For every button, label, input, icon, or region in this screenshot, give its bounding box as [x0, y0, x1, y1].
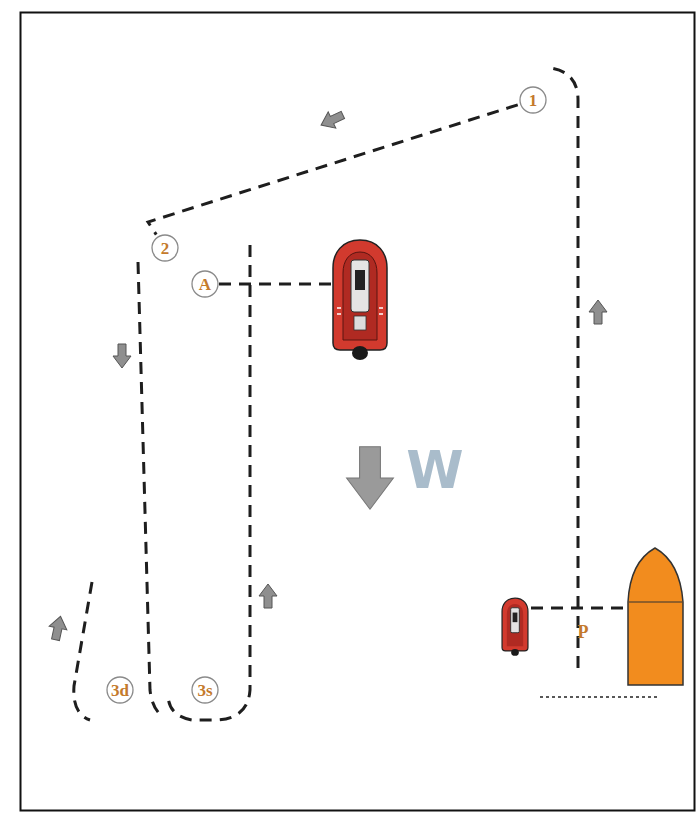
leader-p: [531, 607, 627, 610]
small-boat: [502, 598, 528, 656]
track-single: [168, 245, 250, 720]
direction-arrow: [317, 107, 346, 133]
boat-hull: [333, 240, 387, 350]
boat-engine: [352, 346, 368, 360]
track-line: [148, 105, 518, 235]
boat-stripes: [337, 308, 383, 314]
boat-deck: [343, 252, 377, 340]
direction-arrow: [259, 584, 277, 608]
callout-number: 3d: [111, 682, 129, 699]
wind-label: W: [406, 444, 463, 496]
callout-number: 1: [529, 92, 538, 109]
direction-arrows: [47, 107, 607, 642]
ship: [628, 548, 683, 685]
position-label: P: [578, 623, 589, 641]
callout-circle: 3s: [191, 676, 219, 704]
callout-circle: 1: [519, 86, 547, 114]
callout-number: 3s: [197, 682, 212, 699]
boat-seat: [355, 270, 365, 290]
track: [74, 68, 627, 720]
callout-circle: A: [191, 270, 219, 298]
boat-box: [354, 316, 366, 330]
frame: [21, 13, 695, 811]
track-left: [138, 262, 162, 716]
direction-arrow: [113, 344, 131, 368]
boat-console: [351, 260, 369, 312]
callout-circle: 2: [151, 234, 179, 262]
direction-arrow: [47, 614, 70, 641]
callout-circle: 3d: [106, 676, 134, 704]
wind-arrow: [347, 447, 394, 509]
rescue-boat: [333, 240, 387, 360]
leader-a: [219, 283, 333, 286]
callout-number: A: [199, 276, 211, 293]
track-double: [74, 582, 92, 720]
callout-number: 2: [161, 240, 170, 257]
dotted-line: [540, 696, 660, 698]
direction-arrow: [589, 300, 607, 324]
track-right: [550, 68, 578, 668]
